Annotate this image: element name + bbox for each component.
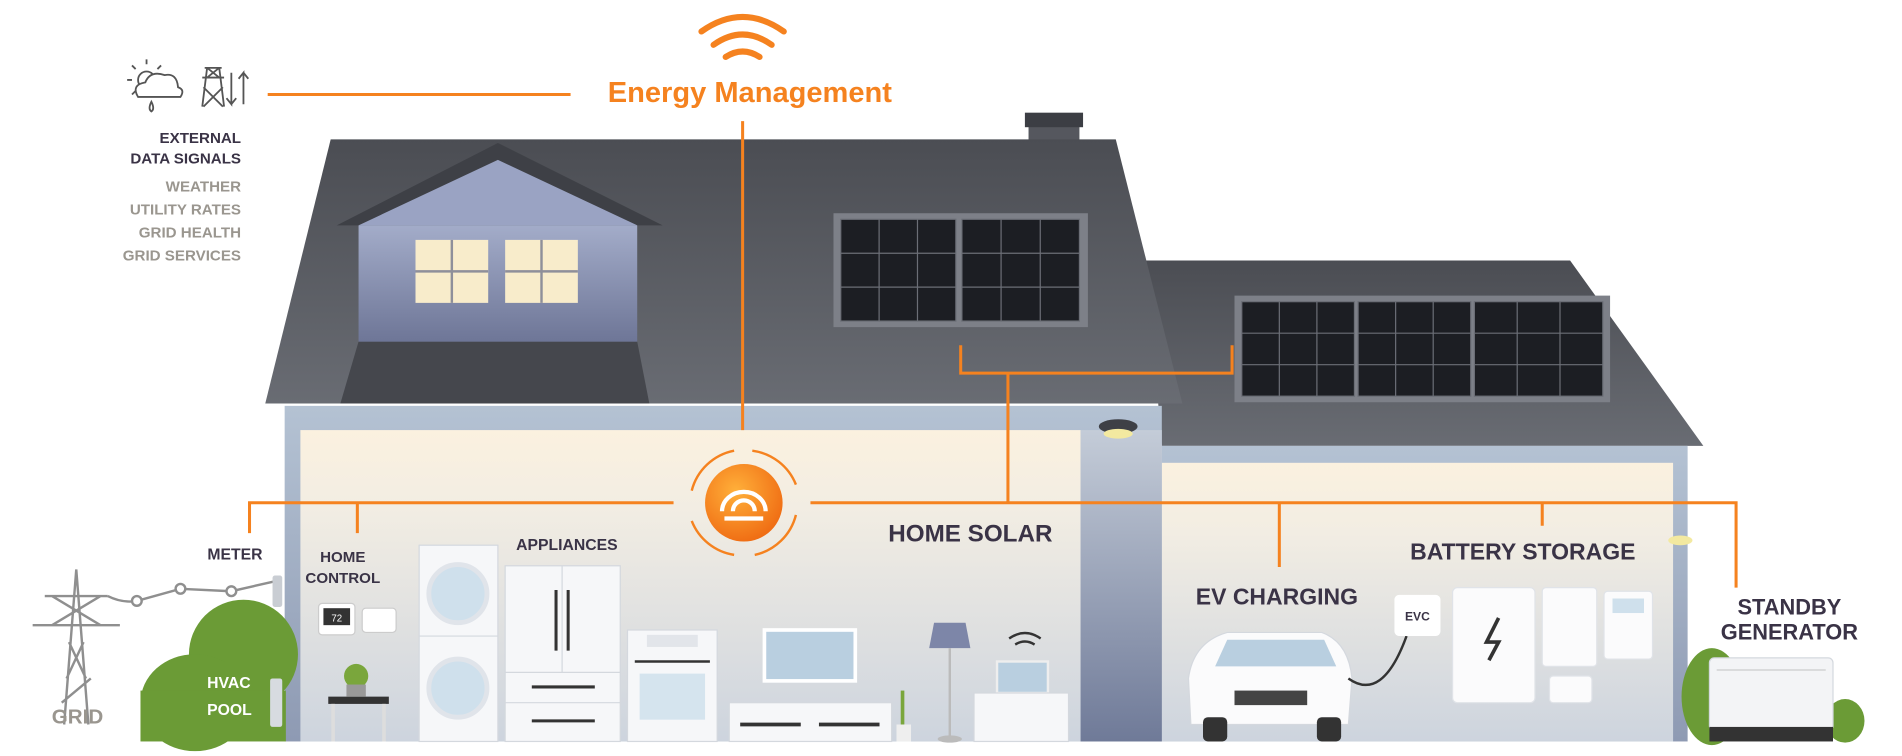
refrigerator [504,565,621,743]
signal-item: WEATHER [166,178,241,195]
meter-label: METER [207,547,263,564]
energy-management-hub-icon [690,449,798,557]
washer-dryer [418,544,499,743]
standby-generator-label: STANDBY [1738,594,1842,619]
transmission-tower-icon [201,66,250,108]
tv-and-stand [728,628,893,743]
home-solar-label: HOME SOLAR [888,521,1052,548]
evc-label: EVC [1405,609,1430,623]
weather-icon [127,59,184,113]
solar-panel [1473,301,1604,397]
battery-storage-label: BATTERY STORAGE [1410,539,1635,565]
hvac-label: HVAC [207,675,250,692]
grid-label: GRID [52,705,103,728]
appliances-label: APPLIANCES [516,537,618,554]
solar-panels [833,213,1611,403]
connection-lines [248,121,1738,588]
ev-charging-label: EV CHARGING [1196,584,1358,610]
hvac-unit-icon [270,678,283,727]
floor-lamp [896,622,971,743]
battery-storage-units [1451,586,1654,704]
signal-item: UTILITY RATES [130,201,241,218]
home-control-devices: 72 [317,602,397,742]
signal-item: GRID HEALTH [139,224,241,241]
home-control-label: CONTROL [305,570,380,587]
external-heading: DATA SIGNALS [130,151,241,168]
laptop-desk [973,631,1070,743]
meter-line-nodes [130,582,238,607]
electric-car [1187,631,1408,742]
solar-panel [840,218,957,322]
ev-charger [1394,594,1441,637]
thermostat-reading: 72 [331,614,342,625]
standby-generator-label: GENERATOR [1721,620,1859,645]
oven [626,629,718,743]
grid-tower-icon [32,569,275,725]
solar-panel [1357,301,1472,397]
standby-generator [1708,657,1834,742]
meter-icon [272,575,283,607]
signal-item: GRID SERVICES [123,247,241,264]
attic-window [415,239,578,303]
wifi-signal-icon [698,13,787,60]
external-heading: EXTERNAL [160,130,242,147]
solar-panel [961,218,1081,322]
solar-panel [1241,301,1356,397]
home-control-label: HOME [320,549,365,566]
energy-management-title: Energy Management [608,77,893,109]
pool-label: POOL [207,702,252,719]
